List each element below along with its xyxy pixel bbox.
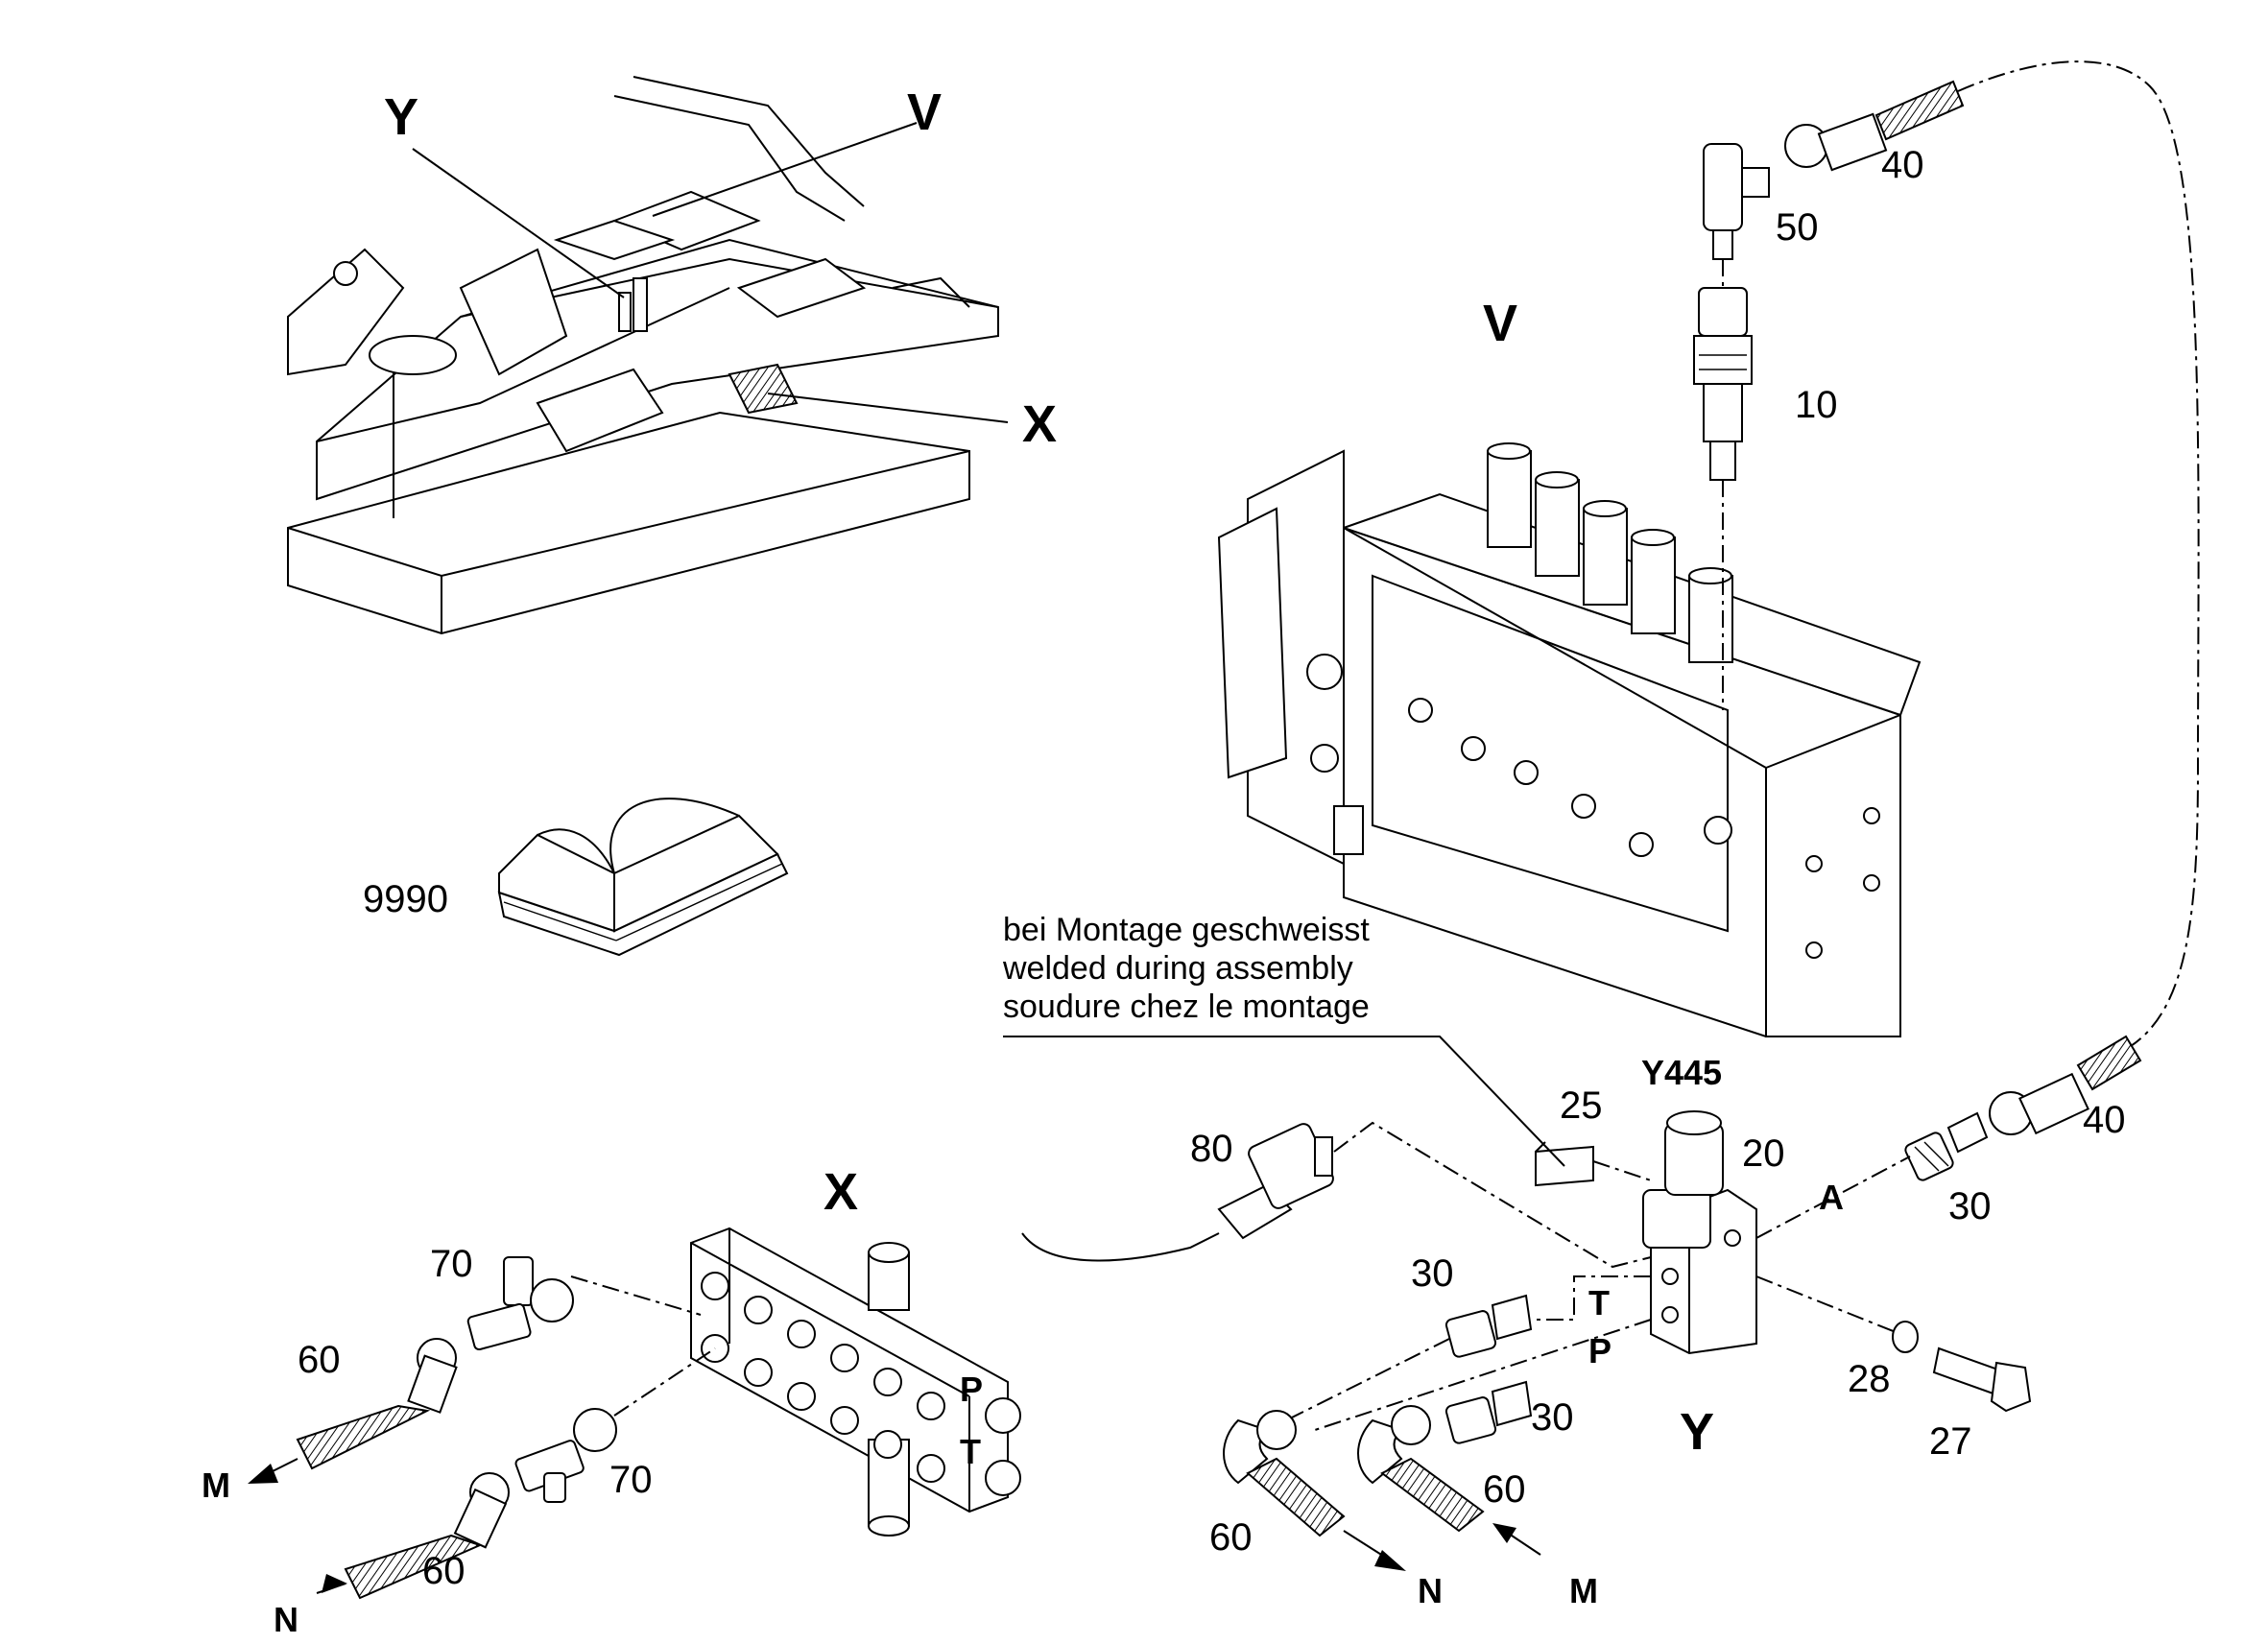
axis-p xyxy=(1314,1319,1652,1431)
arrowhead-n-left xyxy=(322,1574,347,1593)
connector-80 xyxy=(1021,1123,1334,1262)
port-a-label: A xyxy=(1819,1178,1844,1217)
axis-t-hose xyxy=(1285,1338,1450,1421)
part-60b-label: 60 xyxy=(422,1550,466,1592)
block-port-t-label: T xyxy=(960,1432,981,1471)
part-9990-label: 9990 xyxy=(363,878,448,920)
flow-m-left-label: M xyxy=(202,1465,230,1505)
part-60d-label: 60 xyxy=(1483,1468,1526,1511)
view-label-x: X xyxy=(824,1163,858,1221)
flow-n-right-label: N xyxy=(1418,1571,1443,1610)
arrowhead-n-right xyxy=(1374,1550,1406,1571)
elbow-fitting-50 xyxy=(1703,143,1770,260)
port-p-label: P xyxy=(1588,1331,1611,1370)
part-30a-label: 30 xyxy=(1948,1185,1992,1227)
axis-27 xyxy=(1755,1275,1901,1335)
tee-fitting-70-top xyxy=(466,1256,574,1351)
part-50-label: 50 xyxy=(1776,206,1819,249)
hose-60-x-m xyxy=(296,1338,458,1470)
part-25-label: 25 xyxy=(1560,1084,1603,1127)
axis-a xyxy=(1755,1156,1911,1239)
leader-X xyxy=(767,393,1009,423)
weld-plate-25 xyxy=(1535,1141,1594,1187)
solenoid-valve-y445 xyxy=(1642,1110,1757,1355)
view-label-v: V xyxy=(1483,295,1517,352)
overview-label-v: V xyxy=(907,83,942,141)
note-line-de: bei Montage geschweisst xyxy=(1003,912,1370,948)
main-valve-block xyxy=(1217,442,1922,1037)
axis-25 xyxy=(1592,1160,1652,1181)
note-leader xyxy=(1003,1036,1565,1167)
part-70a-label: 70 xyxy=(430,1243,473,1285)
cable-route-80 xyxy=(1333,1121,1652,1269)
fitting-30-p xyxy=(1444,1380,1533,1444)
hose-40-bottom xyxy=(1989,1035,2142,1135)
hose-60-x-n xyxy=(344,1472,510,1600)
overview-label-x: X xyxy=(1022,395,1057,453)
note-line-fr: soudure chez le montage xyxy=(1003,989,1370,1025)
fitting-30-a xyxy=(1904,1111,1989,1181)
machine-overview xyxy=(287,76,999,635)
arrowhead-m-right xyxy=(1492,1523,1516,1543)
hose-60-y-n xyxy=(1223,1410,1346,1537)
part-30b-label: 30 xyxy=(1411,1252,1454,1295)
distribution-block-x xyxy=(690,1227,1021,1537)
arrowhead-m-left xyxy=(248,1464,278,1484)
part-80-label: 80 xyxy=(1190,1128,1233,1170)
view-label-y: Y xyxy=(1680,1403,1714,1461)
y445-label: Y445 xyxy=(1641,1053,1722,1092)
manual-book-icon xyxy=(497,798,789,957)
flow-n-left-label: N xyxy=(274,1600,298,1639)
block-port-p-label: P xyxy=(960,1370,983,1409)
washer-28 xyxy=(1892,1321,1919,1353)
leader-V xyxy=(652,122,918,217)
part-40a-label: 40 xyxy=(1881,144,1924,186)
axis-t xyxy=(1536,1275,1651,1321)
part-40b-label: 40 xyxy=(2083,1099,2126,1141)
tee-fitting-70-bottom xyxy=(514,1408,617,1503)
hose-route-40 xyxy=(1957,60,2200,1047)
cartridge-10 xyxy=(1693,287,1753,481)
part-10-label: 10 xyxy=(1795,384,1838,426)
part-30c-label: 30 xyxy=(1531,1396,1574,1439)
axis-70-bottom xyxy=(613,1347,716,1417)
part-60a-label: 60 xyxy=(298,1339,341,1381)
screw-27 xyxy=(1932,1346,2032,1413)
part-60c-label: 60 xyxy=(1209,1516,1253,1559)
part-28-label: 28 xyxy=(1848,1358,1891,1400)
part-70b-label: 70 xyxy=(609,1459,653,1501)
note-line-en: welded during assembly xyxy=(1002,950,1353,987)
part-20-label: 20 xyxy=(1742,1132,1785,1175)
overview-label-y: Y xyxy=(384,88,418,146)
part-27-label: 27 xyxy=(1929,1420,1972,1463)
hose-60-y-m xyxy=(1357,1405,1485,1533)
leader-Y xyxy=(412,148,625,298)
hose-40-top xyxy=(1784,80,1965,172)
port-t-label: T xyxy=(1588,1283,1610,1322)
flow-m-right-label: M xyxy=(1569,1571,1598,1610)
fitting-30-t xyxy=(1444,1294,1533,1358)
axis-70-top xyxy=(570,1275,702,1316)
